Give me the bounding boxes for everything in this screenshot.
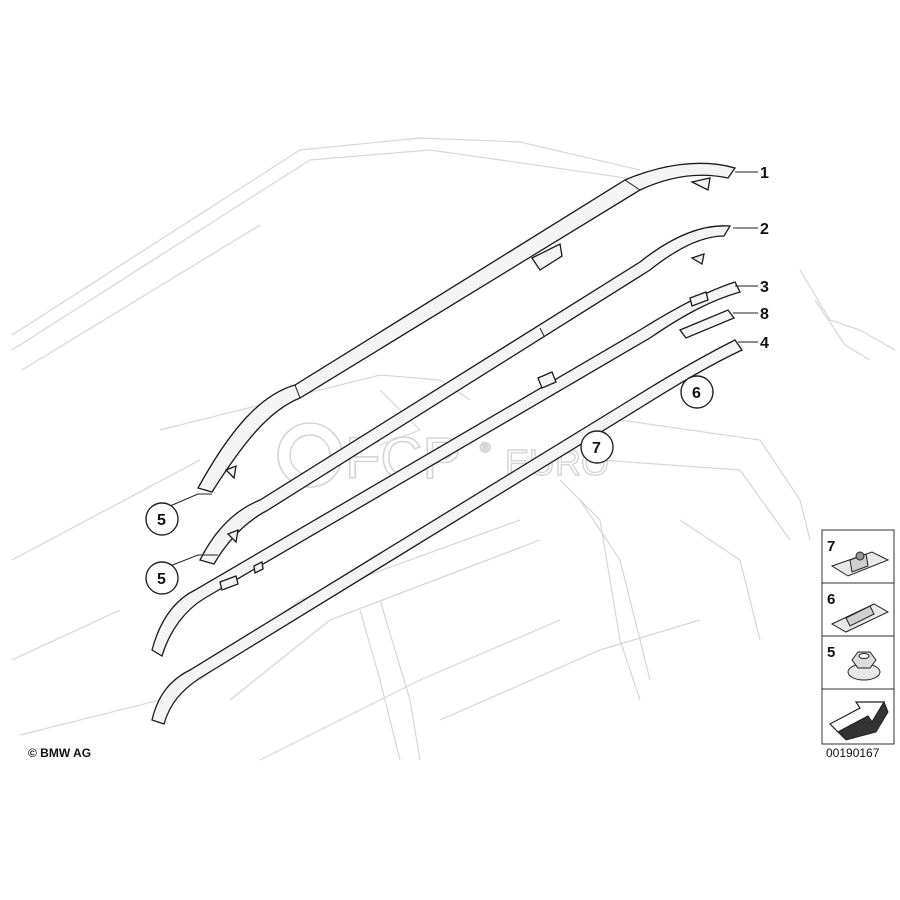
diagram-number: 00190167 [826, 746, 880, 760]
trim-strip-part-4 [151, 339, 743, 725]
callout-2: 2 [760, 221, 769, 238]
callout-5a: 5 [157, 512, 166, 529]
legend-label-6: 6 [827, 591, 835, 608]
callout-3: 3 [760, 279, 769, 296]
insert-part-8 [678, 309, 736, 339]
nut-5-icon [847, 651, 881, 681]
watermark-reg: ® [480, 439, 491, 455]
legend-label-7: 7 [827, 538, 835, 555]
callout-7-circle [580, 430, 614, 464]
direction-arrow-icon [829, 700, 889, 741]
parts-legend: 7 6 5 [821, 529, 895, 745]
clip-7-icon [830, 551, 890, 577]
clip-6-icon [830, 603, 890, 633]
trim-strip-part-3 [151, 281, 741, 657]
callout-5a-circle [145, 502, 179, 536]
callout-5b: 5 [157, 571, 166, 588]
callout-7: 7 [592, 440, 601, 457]
callout-1: 1 [760, 165, 769, 182]
roof-rail-part-1 [197, 162, 737, 493]
legend-label-5: 5 [827, 644, 835, 661]
leader-lines [169, 171, 758, 567]
callout-6: 6 [692, 385, 701, 402]
callout-5b-circle [145, 561, 179, 595]
roof-rail-part-2 [199, 225, 732, 565]
callout-6-circle [680, 375, 714, 409]
callouts: 1 2 3 8 4 6 7 5 5 [145, 165, 769, 595]
callout-4: 4 [760, 335, 769, 352]
callout-8: 8 [760, 306, 769, 323]
car-body-outline [11, 137, 896, 761]
copyright-label: © BMW AG [28, 746, 91, 760]
